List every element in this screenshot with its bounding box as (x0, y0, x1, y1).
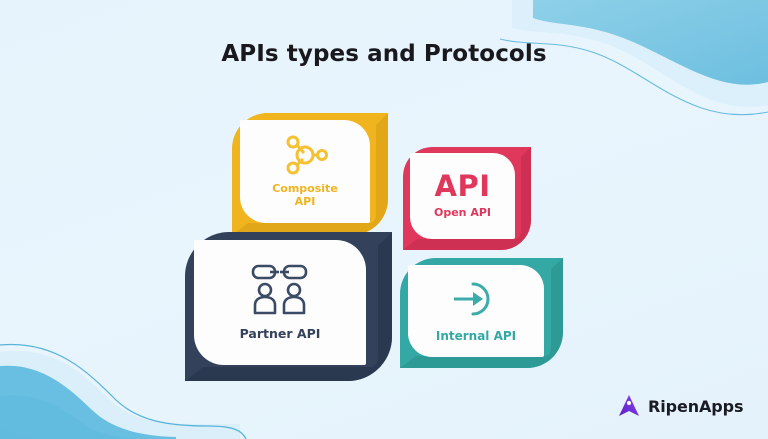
arrow-into-circle-icon (451, 278, 501, 320)
card-open-panel: API Open API (410, 153, 515, 239)
card-partner-panel: Partner API (194, 240, 366, 365)
card-composite-label-line2: API (294, 195, 316, 208)
card-open-label: Open API (433, 206, 491, 220)
network-nodes-icon (282, 134, 328, 176)
ripenapps-logo[interactable]: RipenApps (617, 394, 744, 418)
card-internal-panel: Internal API (408, 265, 544, 357)
card-open-api[interactable]: API Open API (403, 147, 531, 250)
chain-link-people-icon (251, 263, 309, 315)
card-internal-api[interactable]: Internal API (400, 258, 563, 368)
api-text-icon: API (434, 169, 491, 204)
card-composite-label-line1: Composite (272, 182, 338, 196)
wave-bottom-blob (0, 365, 176, 439)
wave-bottom-strong (0, 395, 150, 439)
ripenapps-arrow-mark (619, 395, 639, 416)
logo-text: RipenApps (648, 396, 744, 416)
card-partner-api[interactable]: Partner API (185, 232, 392, 381)
card-internal-label: Internal API (435, 329, 517, 344)
card-partner-label: Partner API (239, 326, 321, 342)
page-title: APIs types and Protocols (221, 41, 547, 67)
